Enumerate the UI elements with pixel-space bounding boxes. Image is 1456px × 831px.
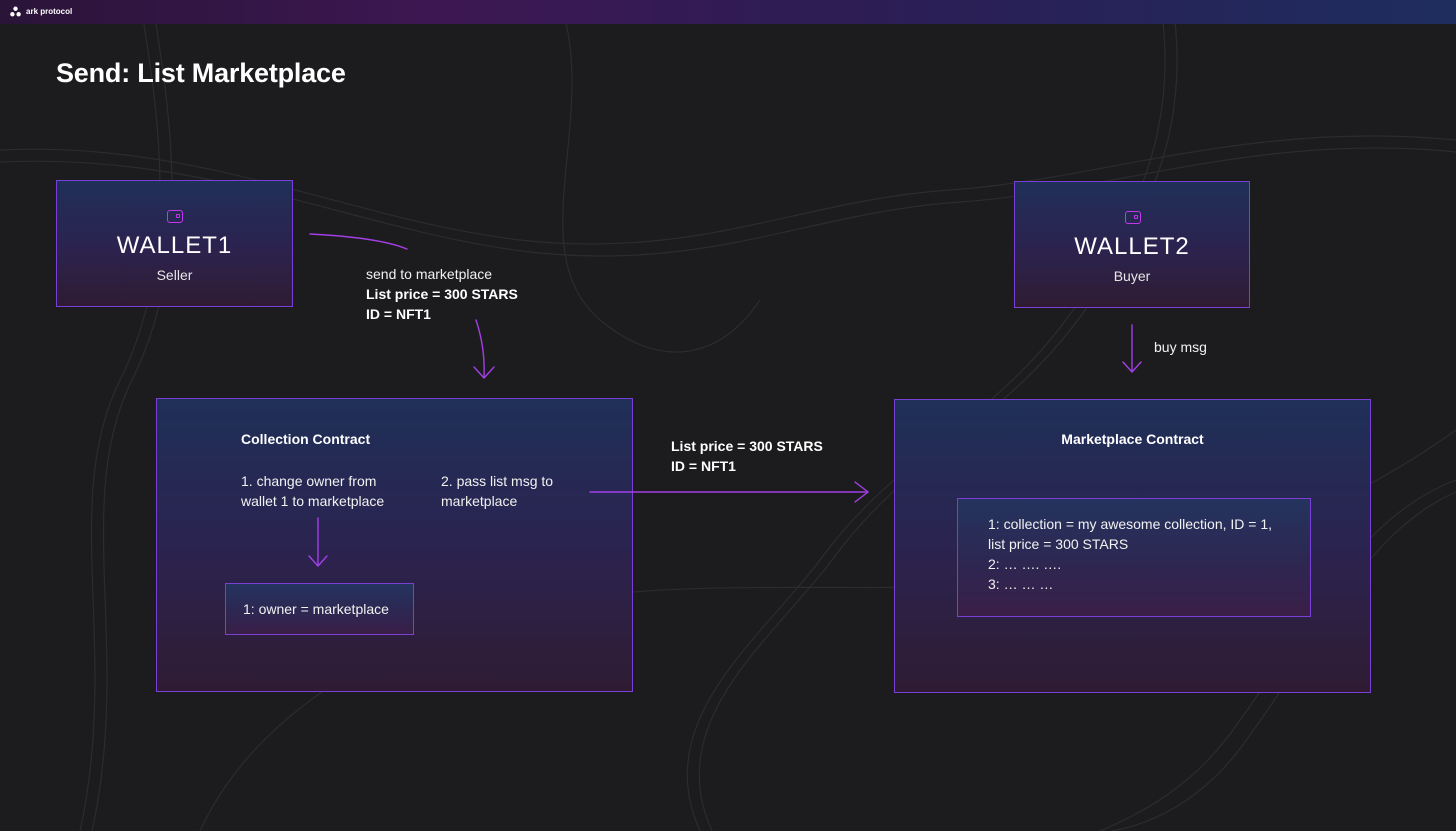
collection-state-box: 1: owner = marketplace: [225, 583, 414, 635]
collection-step1-line1: 1. change owner from: [241, 473, 377, 489]
wallet-icon: [1125, 211, 1141, 224]
page-title: Send: List Marketplace: [56, 58, 346, 88]
buy-message-label: buy msg: [1154, 339, 1207, 355]
wallet1-box: WALLET1 Seller: [56, 180, 293, 307]
listing-entry: 3: … … …: [988, 576, 1054, 592]
list-message-id: ID = NFT1: [671, 458, 736, 474]
send-message-price: List price = 300 STARS: [366, 286, 518, 302]
collection-step1: 1. change owner from wallet 1 to marketp…: [241, 471, 384, 511]
marketplace-listings-box: 1: collection = my awesome collection, I…: [957, 498, 1311, 617]
listing-entry: 1: collection = my awesome collection, I…: [988, 516, 1273, 532]
marketplace-listings: 1: collection = my awesome collection, I…: [988, 514, 1272, 594]
collection-contract-title: Collection Contract: [241, 431, 371, 447]
wallet1-role: Seller: [156, 267, 193, 283]
wallet2-box: WALLET2 Buyer: [1014, 181, 1250, 308]
marketplace-contract-title: Marketplace Contract: [1061, 431, 1204, 447]
top-bar: ark protocol: [0, 0, 1456, 24]
send-message-id: ID = NFT1: [366, 306, 431, 322]
send-message-label: send to marketplace List price = 300 STA…: [366, 264, 518, 324]
collection-step2-line1: 2. pass list msg to: [441, 473, 554, 489]
collection-step2-line2: marketplace: [441, 493, 518, 509]
wallet-icon: [167, 210, 183, 223]
listing-entry: 2: … …. ….: [988, 556, 1062, 572]
marketplace-contract-box: Marketplace Contract 1: collection = my …: [894, 399, 1371, 693]
listing-entry: list price = 300 STARS: [988, 536, 1129, 552]
wallet1-name: WALLET1: [116, 232, 233, 259]
collection-step1-line2: wallet 1 to marketplace: [241, 493, 385, 509]
brand-name: ark protocol: [26, 7, 73, 16]
list-message-price: List price = 300 STARS: [671, 438, 823, 454]
collection-step2: 2. pass list msg to marketplace: [441, 471, 553, 511]
brand: ark protocol: [10, 6, 72, 17]
ark-logo-icon: [10, 6, 21, 17]
collection-contract-box: Collection Contract 1. change owner from…: [156, 398, 633, 692]
collection-state: 1: owner = marketplace: [243, 601, 389, 617]
list-message-label: List price = 300 STARS ID = NFT1: [671, 436, 823, 476]
wallet2-role: Buyer: [1113, 268, 1151, 284]
send-message-line1: send to marketplace: [366, 266, 493, 282]
wallet2-name: WALLET2: [1074, 233, 1190, 260]
